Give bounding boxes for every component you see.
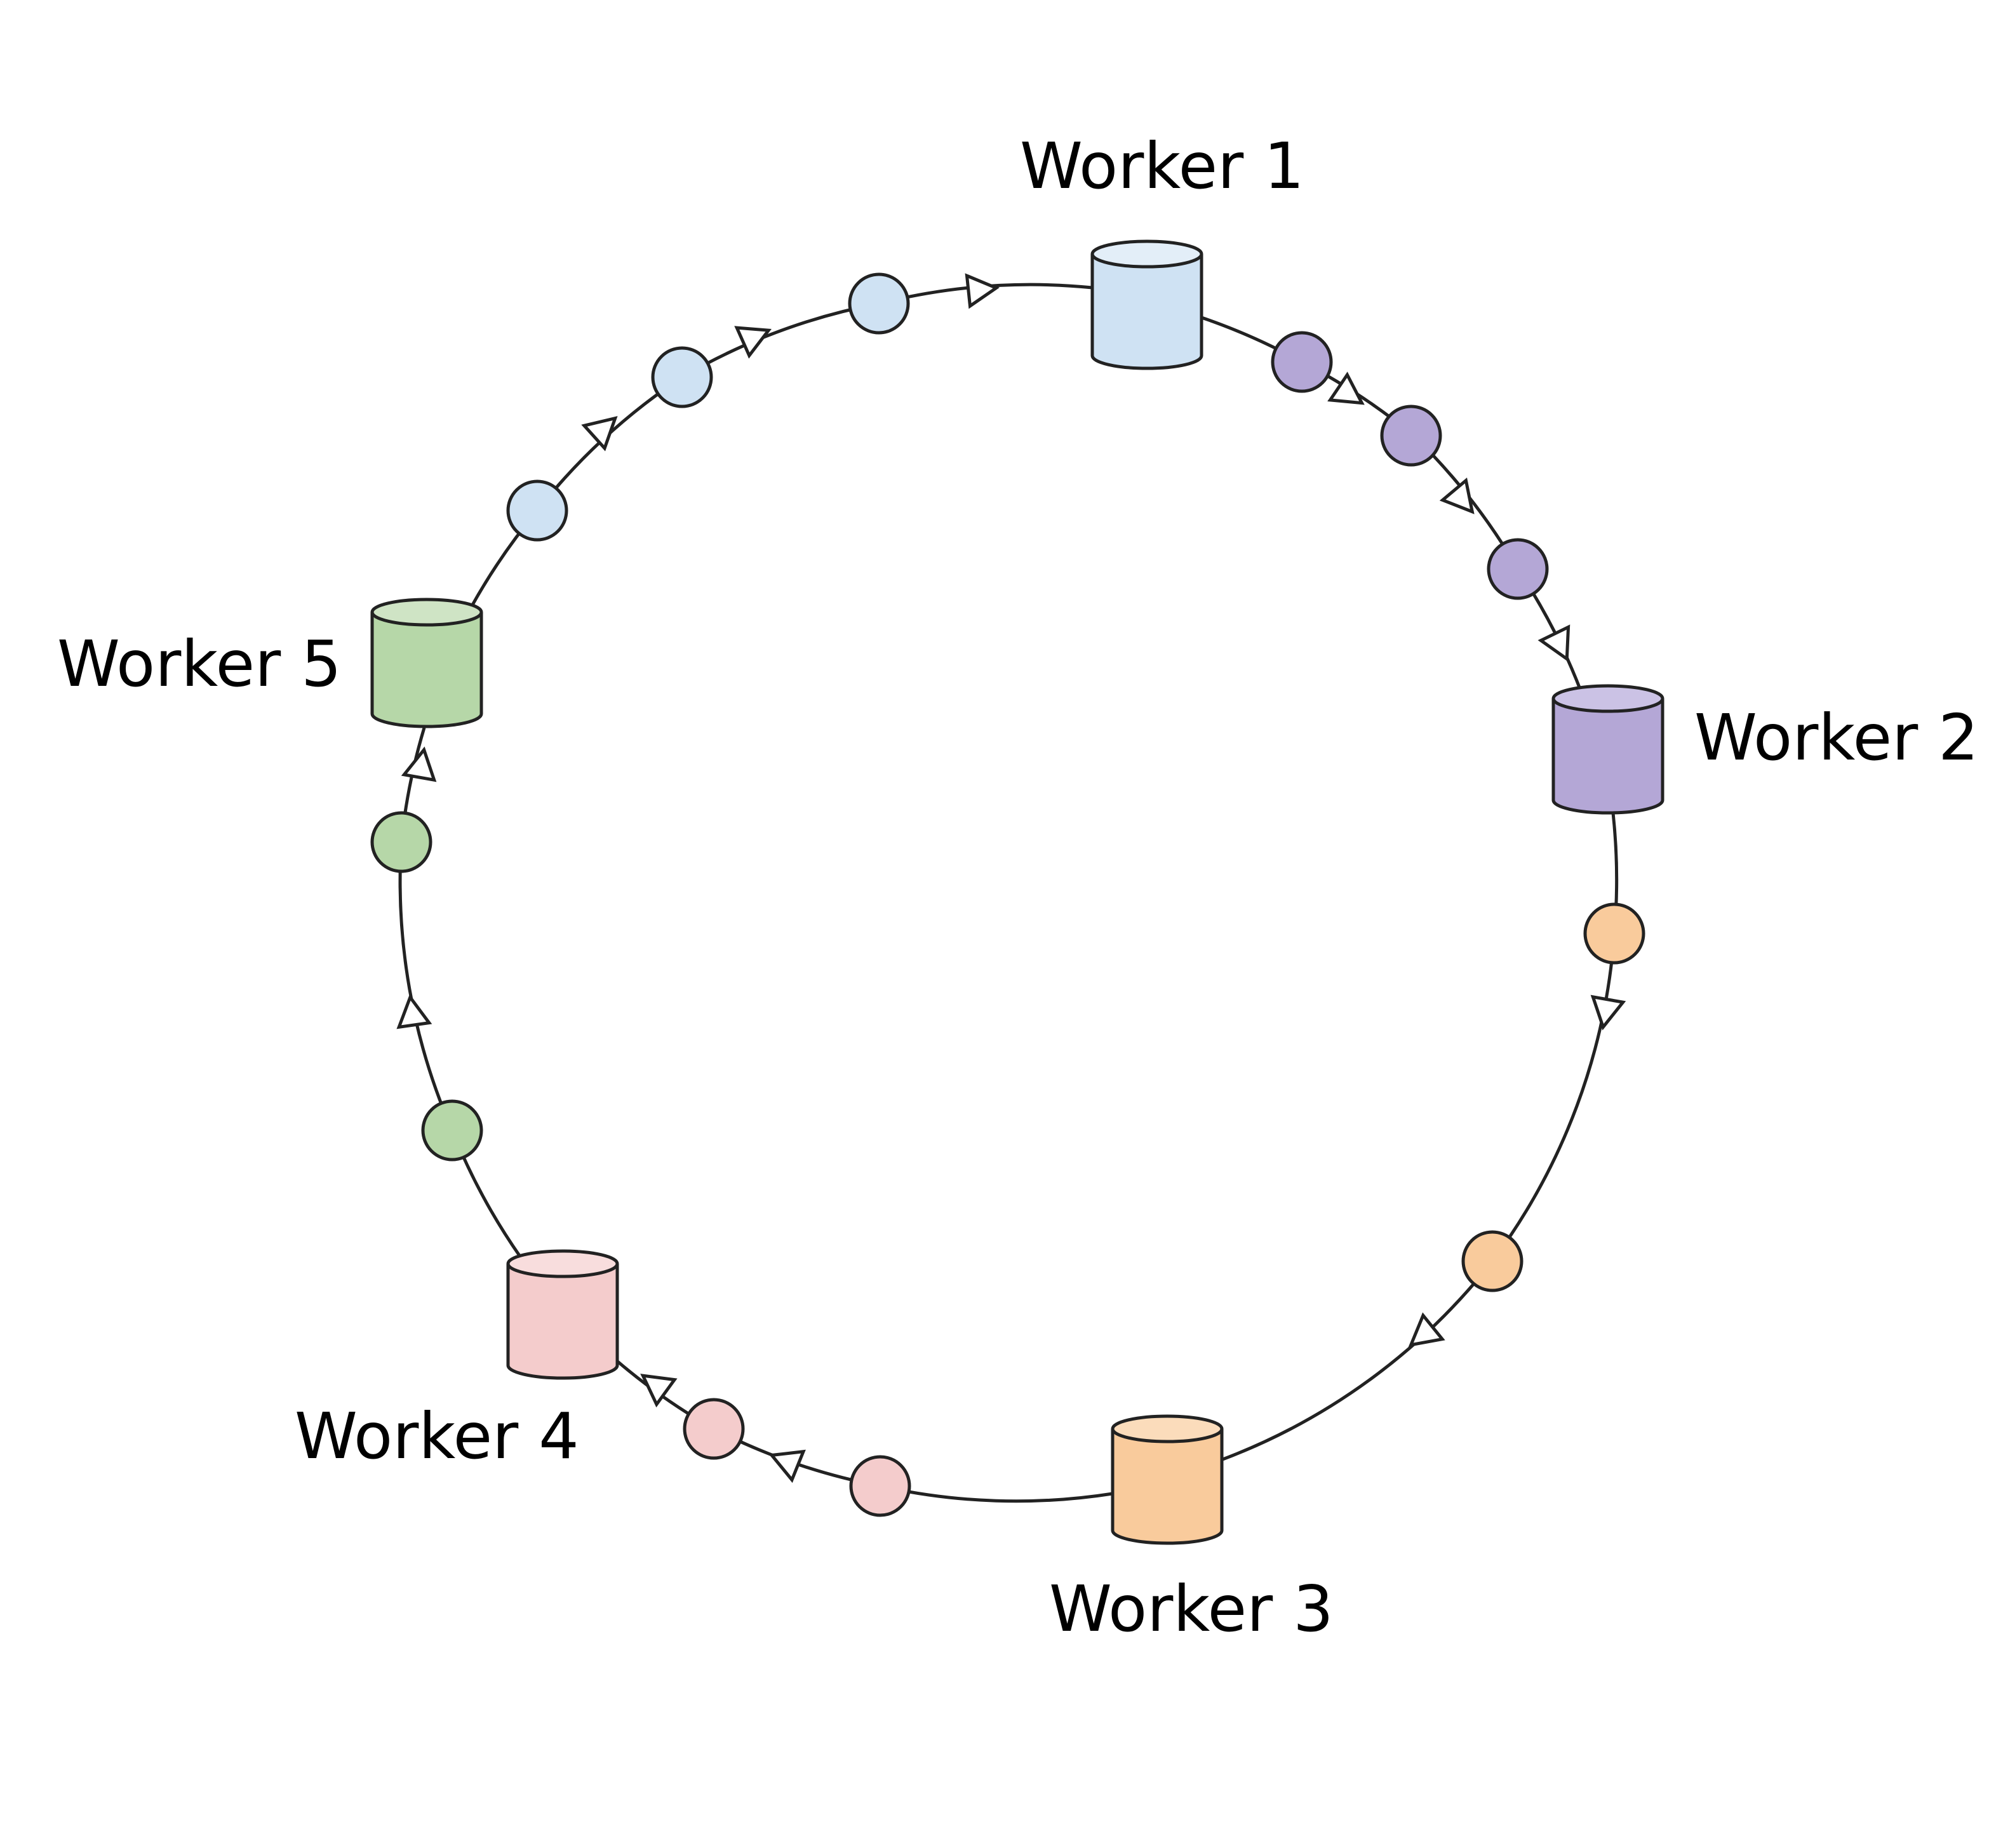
packet-worker-4: [683, 1398, 745, 1460]
arrow-head-icon: [401, 746, 437, 782]
worker-3-node: [1111, 1414, 1224, 1545]
arrow-head-icon: [640, 1374, 678, 1408]
packet-worker-4: [849, 1455, 911, 1517]
worker-5-label: Worker 5: [57, 627, 342, 701]
packet-worker-1: [651, 346, 713, 408]
arrow-head-icon: [1590, 994, 1626, 1031]
arrow-head-icon: [1327, 372, 1365, 405]
arrow-head-icon: [734, 326, 772, 359]
worker-5-node: [370, 598, 483, 728]
packet-worker-2: [1271, 331, 1333, 393]
worker-4-node: [506, 1249, 619, 1380]
packet-worker-5: [421, 1099, 483, 1162]
packet-worker-3: [1461, 1230, 1524, 1292]
worker-4-label: Worker 4: [295, 1399, 579, 1473]
worker-1-node: [1090, 239, 1203, 370]
arrow-head-icon: [965, 273, 1000, 309]
flow-arrows: [396, 273, 1626, 1483]
arrow-head-icon: [768, 1449, 806, 1483]
arrow-head-icon: [396, 994, 432, 1029]
worker-2-node: [1551, 684, 1664, 815]
packet-worker-5: [370, 811, 432, 873]
worker-2-label: Worker 2: [1694, 700, 1979, 775]
packet-worker-2: [1380, 405, 1442, 467]
packet-worker-1: [506, 479, 568, 542]
arrow-head-icon: [1439, 477, 1475, 514]
arrow-head-icon: [1537, 624, 1570, 662]
packet-worker-1: [848, 272, 910, 335]
worker-3-label: Worker 3: [1049, 1572, 1334, 1646]
worker-1-label: Worker 1: [1020, 129, 1304, 203]
packet-worker-2: [1487, 538, 1549, 600]
packet-worker-3: [1583, 902, 1645, 965]
arrow-head-icon: [1408, 1312, 1445, 1347]
arrow-head-icon: [581, 416, 618, 452]
data-packets: [370, 272, 1645, 1517]
